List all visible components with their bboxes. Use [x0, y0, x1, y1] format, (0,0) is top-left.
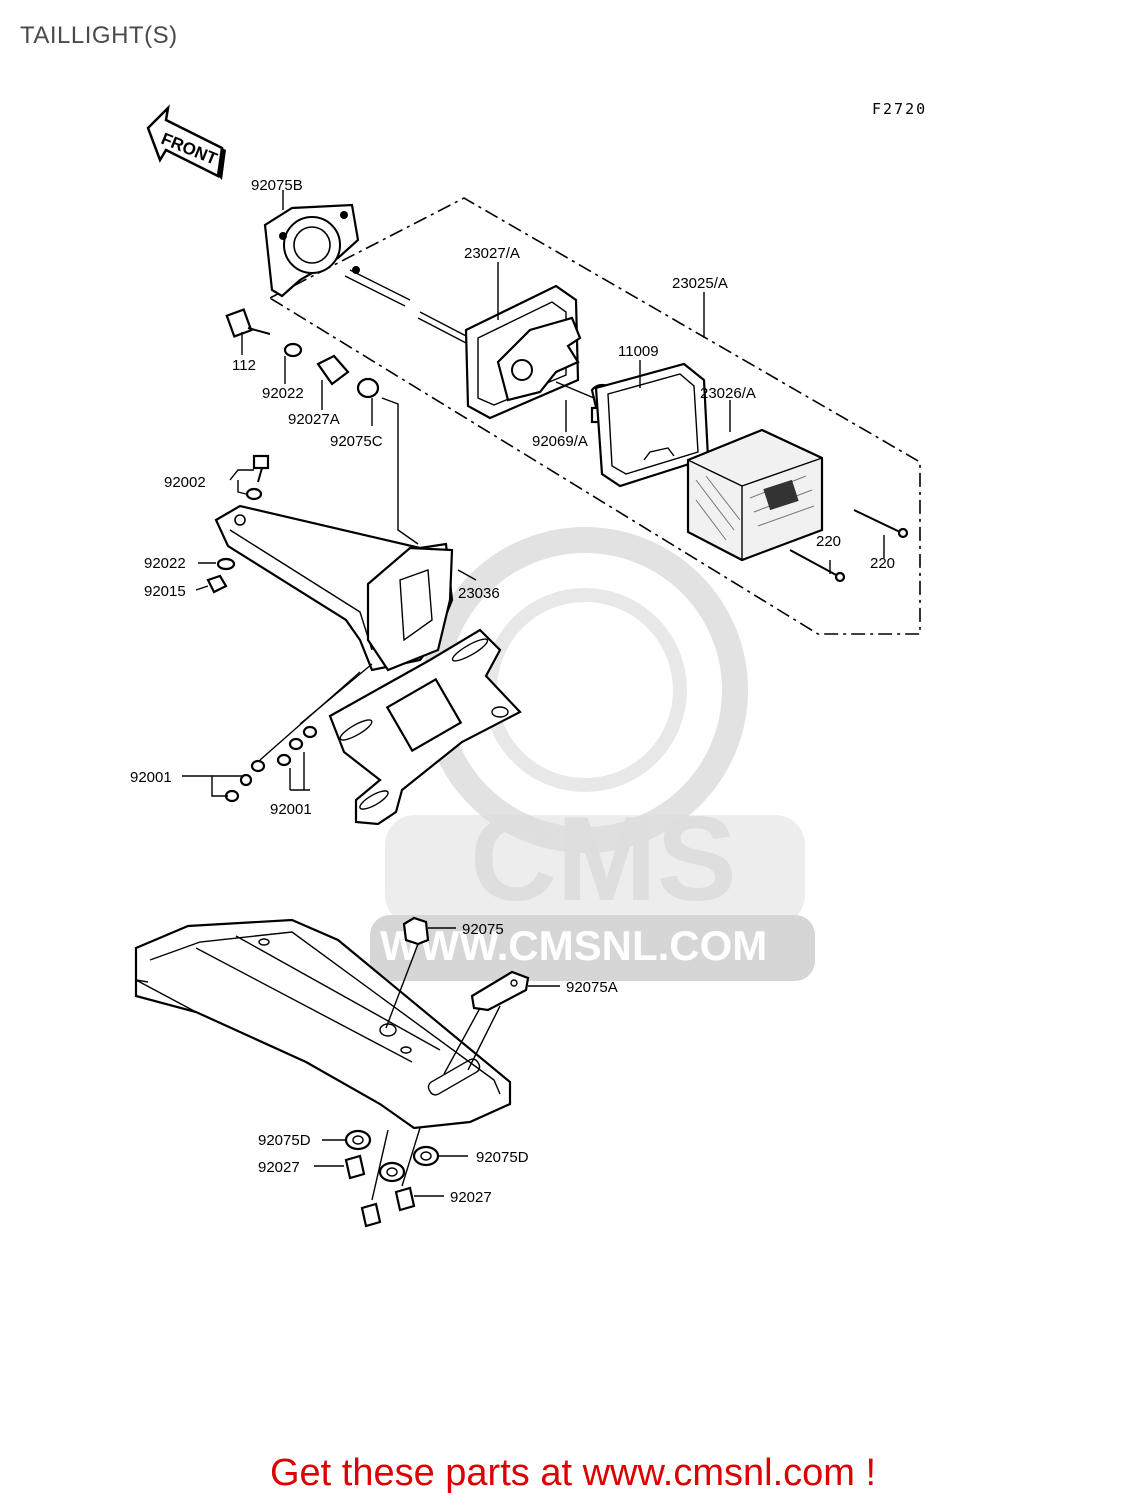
collar-92027a: [316, 354, 350, 410]
bolt-112: [225, 308, 271, 355]
collar-92027-left: [314, 1154, 366, 1180]
label-92075b: 92075B: [251, 177, 303, 194]
label-92002: 92002: [164, 474, 206, 491]
label-92022-top: 92022: [262, 385, 304, 402]
bracket-23036: [214, 504, 477, 672]
label-92069a: 92069/A: [532, 433, 588, 450]
bracket-92075a: [443, 970, 560, 1075]
label-112: 112: [232, 357, 256, 374]
front-arrow-icon: FRONT: [146, 104, 226, 180]
nut-92015: [195, 574, 228, 594]
label-92027-right: 92027: [450, 1189, 492, 1206]
label-92001-bottom: 92001: [270, 801, 312, 818]
label-23036: 23036: [458, 585, 500, 602]
label-92015: 92015: [144, 583, 186, 600]
washer-92022-mid: [198, 557, 236, 571]
label-92027a: 92027A: [288, 411, 340, 428]
label-92075: 92075: [462, 921, 504, 938]
screws-220: [789, 509, 909, 583]
wire-harness: [344, 266, 471, 345]
watermark-url: WWW.CMSNL.COM: [380, 922, 767, 969]
bolt-92002: [229, 454, 270, 501]
label-92001-left: 92001: [130, 769, 172, 786]
label-23025a: 23025/A: [672, 275, 728, 292]
washer-92022-top: [283, 342, 303, 384]
label-92075c: 92075C: [330, 433, 383, 450]
figure-code: F2720: [872, 100, 927, 118]
bolts-92001: [182, 663, 373, 803]
part-labels: 92075B 23027/A 23025/A 112 92022 11009 2…: [130, 177, 895, 1206]
cms-watermark: CMS WWW.CMSNL.COM: [370, 527, 815, 981]
lens-23026a: [686, 400, 824, 562]
damper-92075d-left: [322, 1129, 372, 1151]
damper-92075d-center: [378, 1161, 406, 1183]
label-23027a: 23027/A: [464, 245, 520, 262]
label-220-b: 220: [870, 555, 895, 572]
watermark-brand: CMS: [470, 792, 737, 926]
gasket-92075b: [263, 190, 360, 298]
cms-parts-link[interactable]: Get these parts at www.cmsnl.com !: [269, 1452, 877, 1494]
page-title: TAILLIGHT(S): [20, 22, 178, 49]
label-92027-left: 92027: [258, 1159, 300, 1176]
grommet-92075: [385, 916, 456, 1029]
label-92075a: 92075A: [566, 979, 618, 996]
label-92075d-left: 92075D: [258, 1132, 311, 1149]
lamp-housing-23027a: [464, 262, 582, 420]
label-92075d-right: 92075D: [476, 1149, 529, 1166]
leader-92075c: [381, 397, 419, 545]
label-23026a: 23026/A: [700, 385, 756, 402]
damper-92075d-right: [412, 1145, 468, 1167]
collar-92027-right: [360, 1127, 444, 1228]
label-220-a: 220: [816, 533, 841, 550]
license-plate-bracket: [328, 628, 522, 826]
grommet-92075c: [356, 377, 380, 426]
taillight-assembly-outline: [269, 197, 921, 635]
label-11009: 11009: [618, 343, 659, 360]
label-92022-mid: 92022: [144, 555, 186, 572]
rear-fender: [134, 918, 512, 1130]
